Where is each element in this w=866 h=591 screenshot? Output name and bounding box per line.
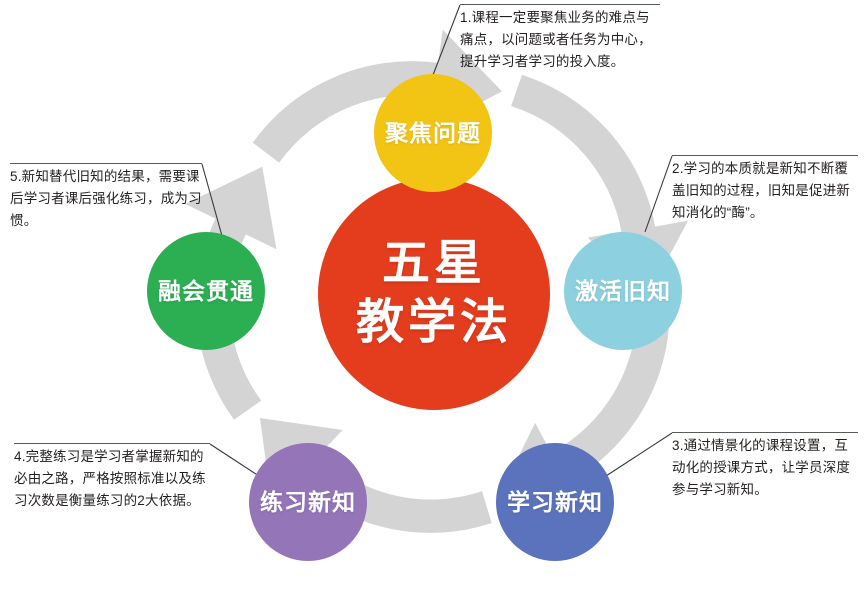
- node-practice-new-knowledge-label: 练习新知: [260, 488, 356, 515]
- center-label-line1: 五星: [381, 237, 486, 291]
- callout-note-3: 3.通过情景化的课程设置，互动化的授课方式，让学员深度参与学习新知。: [672, 432, 858, 501]
- node-activate-prior-knowledge-label: 激活旧知: [575, 277, 671, 304]
- callout-note-5-rule: [10, 163, 202, 164]
- callout-note-1-rule: [460, 4, 660, 5]
- callout-note-5: 5.新知替代旧知的结果，需要课后学习者课后强化练习，成为习惯。: [10, 163, 202, 232]
- leader-line-5: [201, 163, 223, 237]
- node-practice-new-knowledge[interactable]: 练习新知: [249, 443, 367, 561]
- ring-arrow-3: [252, 29, 502, 163]
- node-focus-problem[interactable]: 聚焦问题: [374, 74, 492, 192]
- callout-note-3-rule: [672, 432, 858, 433]
- leader-line-3: [605, 432, 673, 477]
- node-focus-problem-label: 聚焦问题: [385, 119, 481, 146]
- callout-note-5-text: 5.新知替代旧知的结果，需要课后学习者课后强化练习，成为习惯。: [10, 169, 202, 228]
- callout-note-2: 2.学习的本质就是新知不断覆盖旧知的过程，旧知是促进新知消化的“酶”。: [672, 155, 858, 224]
- node-learn-new-knowledge[interactable]: 学习新知: [496, 443, 614, 561]
- node-master-integration[interactable]: 融会贯通: [147, 232, 265, 350]
- leader-line-4: [209, 443, 263, 479]
- center-label: 五星 教学法: [356, 235, 512, 352]
- node-activate-prior-knowledge[interactable]: 激活旧知: [564, 232, 682, 350]
- center-label-line2: 教学法: [355, 296, 512, 349]
- callout-note-2-text: 2.学习的本质就是新知不断覆盖旧知的过程，旧知是促进新知消化的“酶”。: [672, 161, 851, 220]
- leader-line-group: [201, 4, 673, 479]
- callout-note-4-text: 4.完整练习是学习者掌握新知的必由之路，严格按照标准以及练习次数是衡量练习的2大…: [14, 449, 206, 508]
- callout-note-1-text: 1.课程一定要聚焦业务的难点与痛点，以问题或者任务为中心，提升学习者学习的投入度…: [460, 10, 652, 69]
- node-learn-new-knowledge-label: 学习新知: [507, 488, 603, 515]
- callout-note-3-text: 3.通过情景化的课程设置，互动化的授课方式，让学员深度参与学习新知。: [672, 438, 851, 497]
- callout-note-2-rule: [672, 155, 858, 156]
- node-master-integration-label: 融会贯通: [158, 277, 254, 304]
- callout-note-1: 1.课程一定要聚焦业务的难点与痛点，以问题或者任务为中心，提升学习者学习的投入度…: [460, 4, 660, 73]
- leader-line-2: [644, 155, 673, 233]
- callout-note-4-rule: [14, 443, 210, 444]
- callout-note-4: 4.完整练习是学习者掌握新知的必由之路，严格按照标准以及练习次数是衡量练习的2大…: [14, 443, 210, 512]
- center-circle[interactable]: 五星 教学法: [318, 178, 550, 410]
- leader-line-1: [432, 4, 461, 76]
- ring-arrow-2: [185, 166, 277, 420]
